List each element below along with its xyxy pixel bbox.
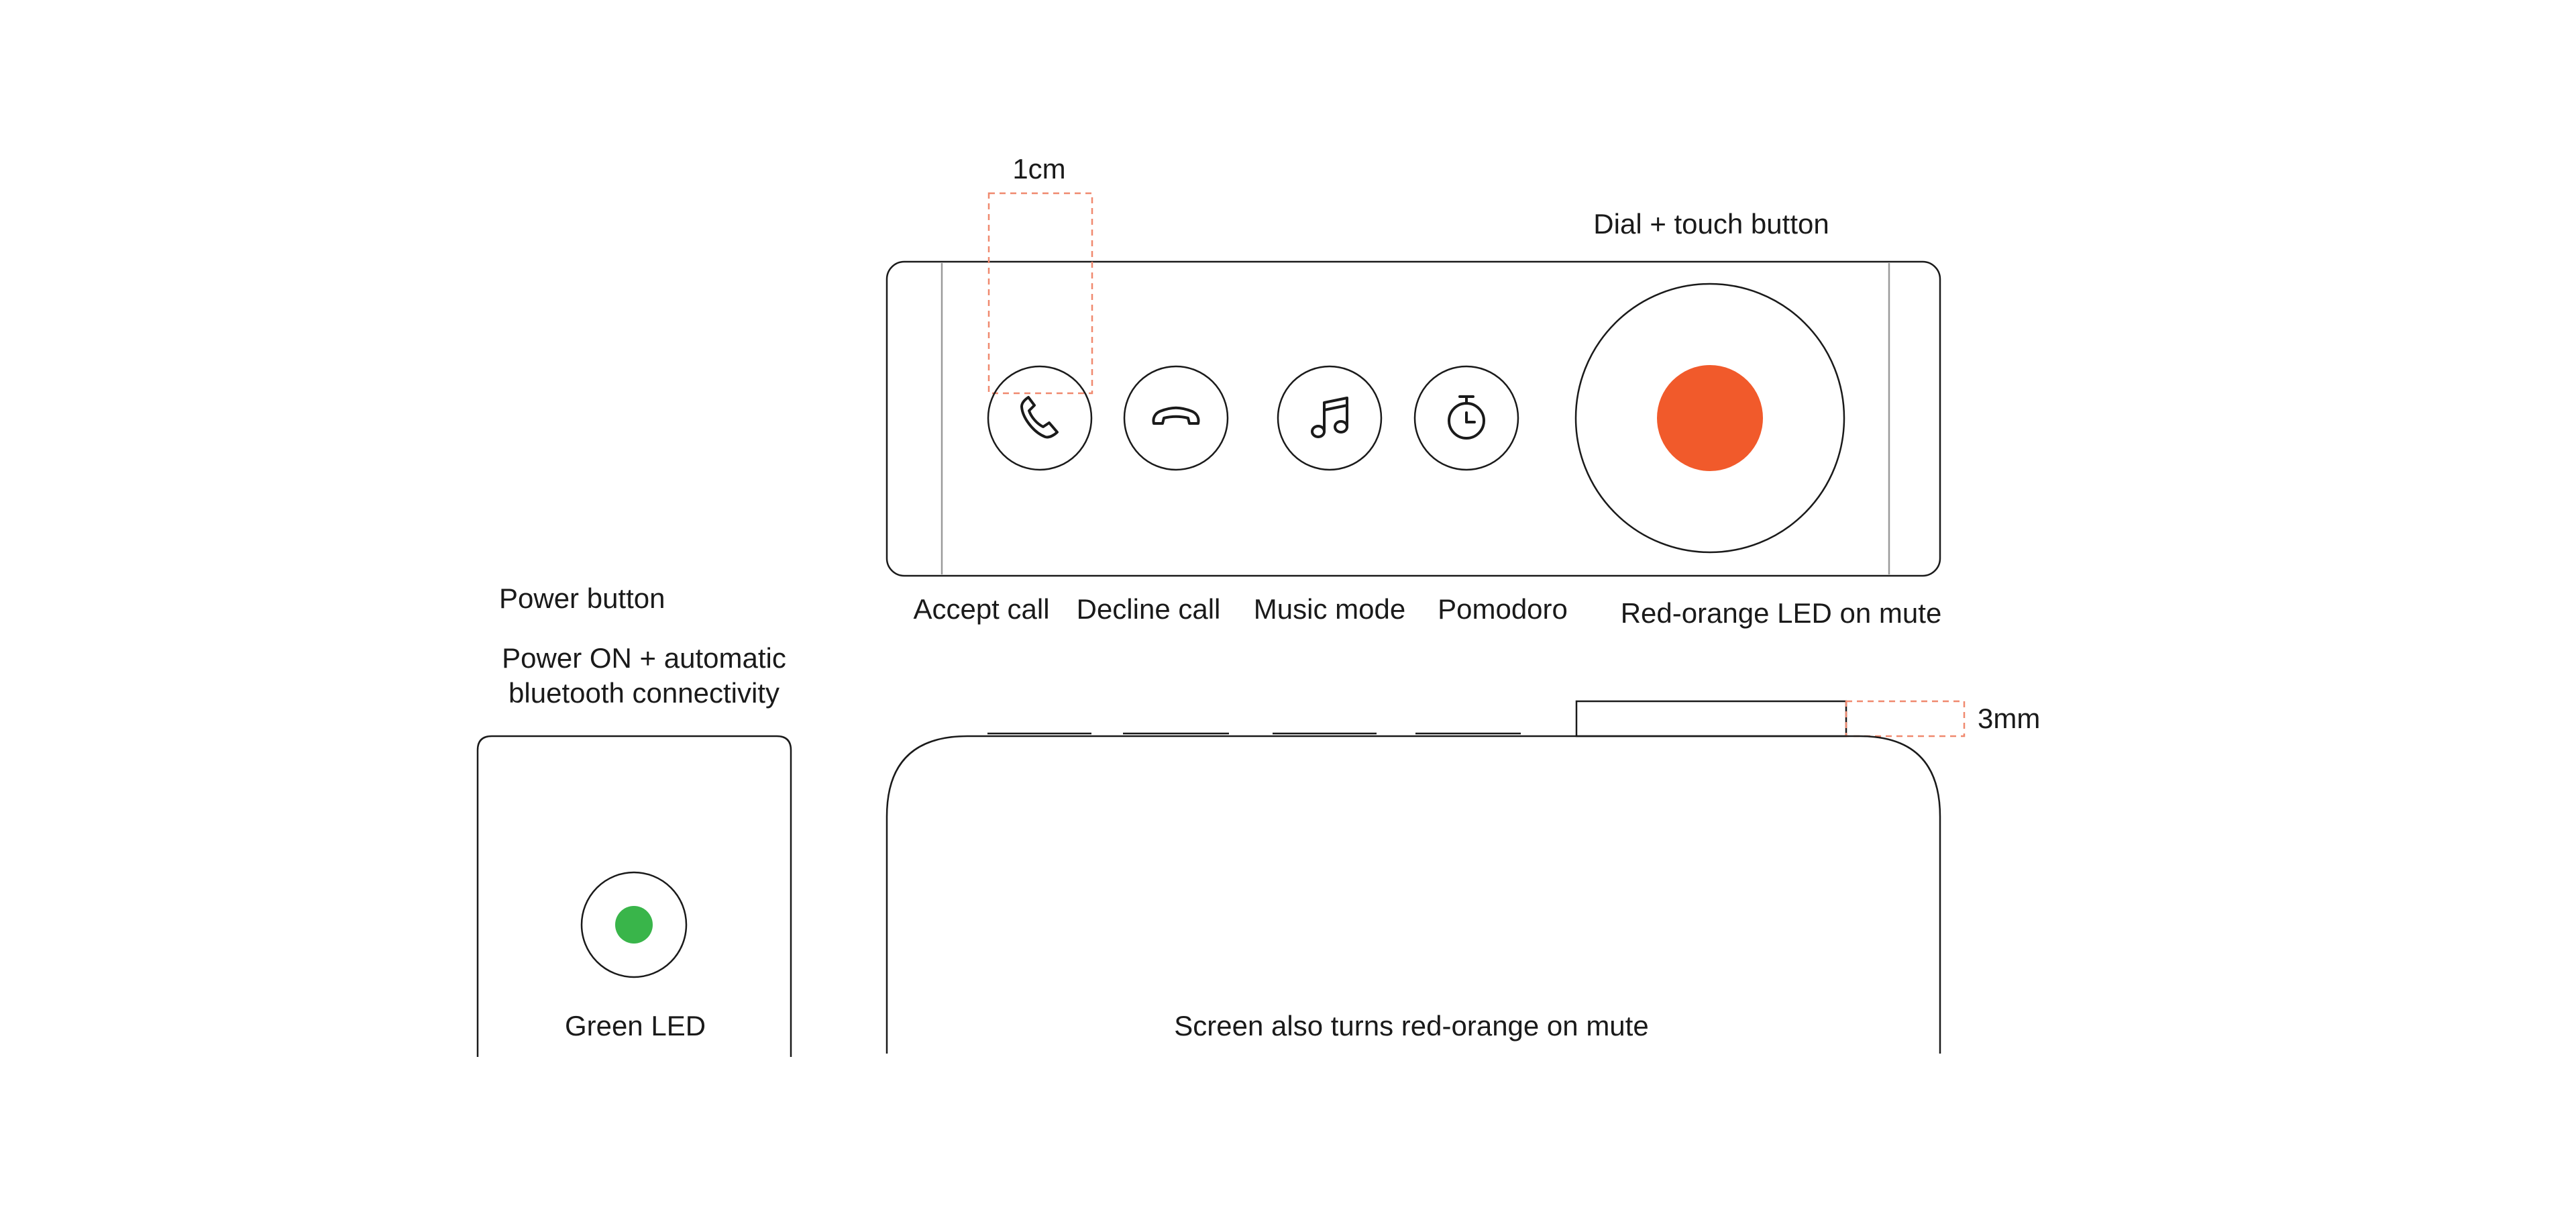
power-desc-line2: bluetooth connectivity: [508, 677, 780, 709]
music-mode-label: Music mode: [1254, 593, 1405, 625]
accept-call-label: Accept call: [913, 593, 1049, 625]
control-strip-body: [885, 260, 1941, 577]
screen-note: Screen also turns red-orange on mute: [1174, 1010, 1648, 1041]
accept-call-button[interactable]: [987, 365, 1093, 471]
green-led: [615, 906, 653, 944]
pomodoro-label: Pomodoro: [1438, 593, 1568, 625]
music-mode-button[interactable]: [1277, 365, 1383, 471]
dimension-box-1cm: [987, 192, 1093, 395]
power-module-outline: [476, 735, 792, 1057]
power-desc-line1: Power ON + automatic: [502, 642, 786, 674]
power-button[interactable]: [580, 871, 688, 978]
decline-call-button[interactable]: [1123, 365, 1229, 471]
decline-call-label: Decline call: [1077, 593, 1221, 625]
dimension-label-3mm: 3mm: [1978, 703, 2040, 734]
green-led-label: Green LED: [565, 1010, 706, 1041]
dimension-label-1cm: 1cm: [1012, 153, 1065, 185]
main-body-outline: [885, 735, 1941, 1054]
mute-led: [1657, 365, 1763, 471]
phone-icon: [1020, 396, 1059, 439]
mute-led-label: Red-orange LED on mute: [1621, 597, 1942, 629]
pomodoro-button[interactable]: [1413, 365, 1519, 471]
timer-icon: [1448, 395, 1485, 440]
dial-title: Dial + touch button: [1593, 208, 1829, 240]
side-dial-profile: [1575, 700, 1847, 738]
hang-up-icon: [1152, 406, 1200, 425]
dimension-box-3mm: [1845, 700, 1966, 738]
power-button-title: Power button: [499, 582, 665, 614]
dial-touch-button[interactable]: [1574, 283, 1845, 554]
music-note-icon: [1311, 397, 1348, 438]
